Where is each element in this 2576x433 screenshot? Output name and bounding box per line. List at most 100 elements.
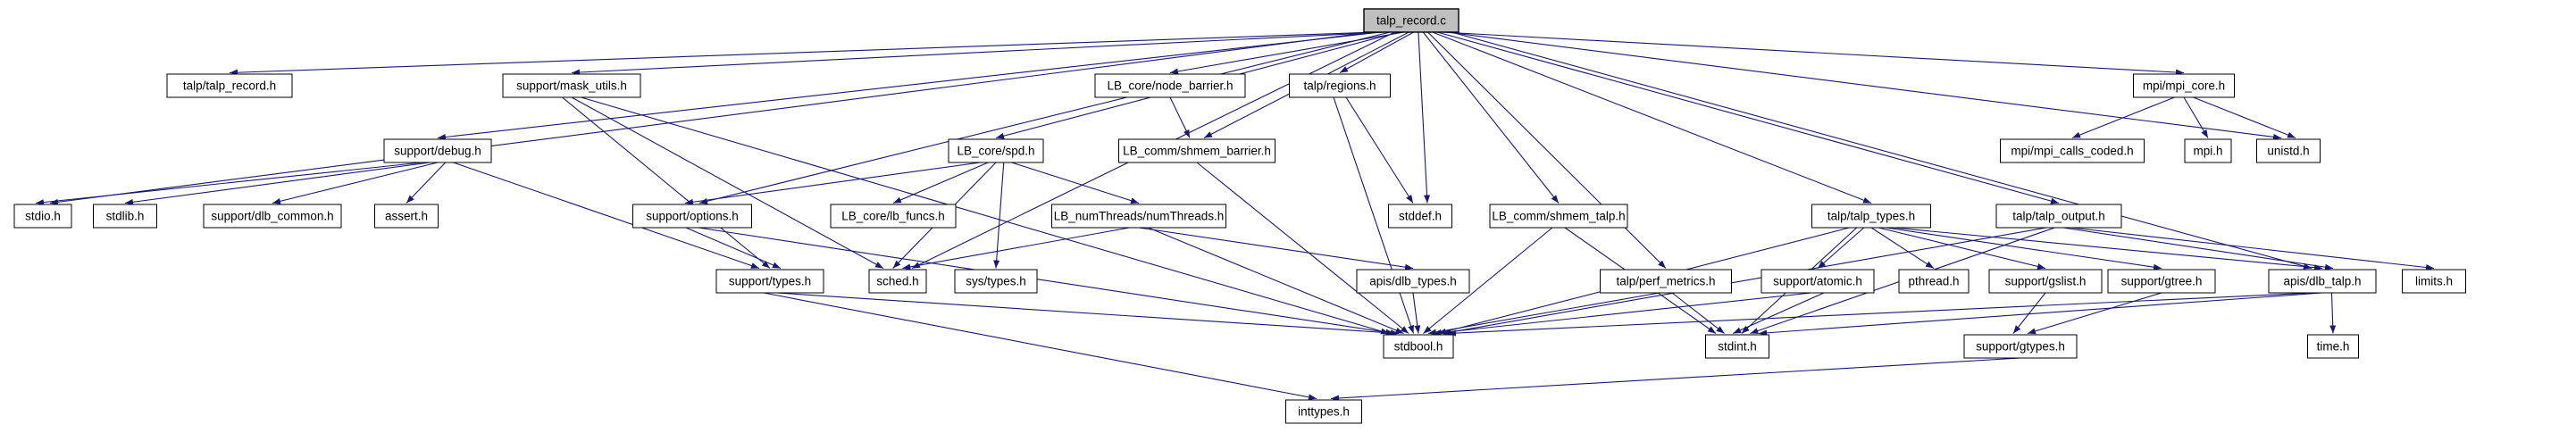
graph-node-support_gtypes_h[interactable]: support/gtypes.h <box>1963 334 2078 359</box>
include-edge-talp_talp_types_h-to-apis_dlb_talp_h <box>1893 227 2323 271</box>
include-edge-mpi_mpi_core_h-to-mpi_mpi_calls_coded_h <box>2071 96 2175 139</box>
graph-node-support_gtree_h[interactable]: support/gtree.h <box>2107 269 2216 294</box>
include-edge-talp_record_c-to-support_mask_utils_h <box>571 31 1385 76</box>
graph-node-support_dlb_common_h[interactable]: support/dlb_common.h <box>203 204 342 229</box>
node-label: support/gtree.h <box>2121 275 2203 288</box>
include-edge-lb_comm_shmem_talp_h-to-stdbool_h <box>1423 227 1553 334</box>
node-box <box>1600 269 1732 294</box>
include-edge-support_gtypes_h-to-inttypes_h <box>1330 357 2021 402</box>
include-edge-talp_talp_output_h-to-stdbool_h <box>1443 227 2047 336</box>
node-label: LB_core/lb_funcs.h <box>841 210 945 223</box>
include-edge-support_debug_h-to-stdio_h <box>35 162 422 206</box>
include-edge-support_mask_utils_h-to-stdbool_h <box>581 96 1390 335</box>
graph-node-assert_h[interactable]: assert.h <box>374 204 439 229</box>
node-label: talp/perf_metrics.h <box>1616 275 1715 288</box>
graph-node-talp_regions_h[interactable]: talp/regions.h <box>1289 73 1391 98</box>
graph-node-mpi_h[interactable]: mpi.h <box>2184 138 2232 163</box>
graph-node-lb_core_spd_h[interactable]: LB_core/spd.h <box>948 138 1044 163</box>
include-edge-mpi_mpi_core_h-to-unistd_h <box>2193 96 2296 139</box>
include-edge-apis_dlb_talp_h-to-time_h <box>2329 292 2337 334</box>
graph-node-lb_core_node_barrier_h[interactable]: LB_core/node_barrier.h <box>1094 73 1246 98</box>
graph-node-time_h[interactable]: time.h <box>2307 334 2359 359</box>
include-edge-support_debug_h-to-assert_h <box>406 162 447 204</box>
node-box <box>13 204 72 229</box>
node-label: mpi/mpi_calls_coded.h <box>2011 145 2133 158</box>
node-label: unistd.h <box>2267 145 2309 158</box>
graph-node-lb_comm_shmem_barrier_h[interactable]: LB_comm/shmem_barrier.h <box>1118 138 1275 163</box>
include-edge-lb_core_spd_h-to-sys_types_h <box>993 162 1005 269</box>
graph-node-talp_talp_record_h[interactable]: talp/talp_record.h <box>166 73 293 98</box>
graph-node-lb_comm_shmem_talp_h[interactable]: LB_comm/shmem_talp.h <box>1489 204 1628 229</box>
graph-node-sys_types_h[interactable]: sys/types.h <box>954 269 1038 294</box>
node-label: stdlib.h <box>106 210 145 223</box>
include-edge-support_types_h-to-inttypes_h <box>763 292 1317 401</box>
graph-node-lb_core_lb_funcs_h[interactable]: LB_core/lb_funcs.h <box>830 204 957 229</box>
node-label: stdbool.h <box>1394 340 1443 354</box>
include-edge-talp_talp_output_h-to-limits_h <box>2070 227 2435 271</box>
include-edge-talp_record_c-to-talp_talp_types_h <box>1432 31 1872 204</box>
node-box <box>1898 269 1970 294</box>
include-edge-talp_regions_h-to-stddef_h <box>1345 96 1414 204</box>
graph-node-stdio_h[interactable]: stdio.h <box>13 204 72 229</box>
node-label: talp/talp_types.h <box>1827 210 1915 223</box>
node-box <box>203 204 342 229</box>
include-edge-talp_record_c-to-lb_comm_shmem_talp_h <box>1422 31 1560 204</box>
include-edge-lb_numthreads_numthreads_h-to-stdbool_h <box>1148 227 1404 335</box>
include-edge-support_atomic_h-to-stdbool_h <box>1433 292 1812 337</box>
include-edge-talp_record_c-to-apis_dlb_talp_h <box>1451 31 2313 270</box>
graph-node-talp_record_c[interactable]: talp_record.c <box>1363 8 1459 33</box>
graph-node-support_atomic_h[interactable]: support/atomic.h <box>1761 269 1875 294</box>
graph-node-support_debug_h[interactable]: support/debug.h <box>383 138 492 163</box>
include-edge-support_options_h-to-support_types_h <box>685 227 782 270</box>
graph-nodes: talp_record.c talp/talp_record.h support/m… <box>13 8 2466 424</box>
graph-node-talp_talp_types_h[interactable]: talp/talp_types.h <box>1811 204 1931 229</box>
graph-node-apis_dlb_talp_h[interactable]: apis/dlb_talp.h <box>2268 269 2377 294</box>
include-edge-support_debug_h-to-support_dlb_common_h <box>272 162 439 204</box>
node-box <box>2307 334 2359 359</box>
node-box <box>1094 73 1246 98</box>
node-label: inttypes.h <box>1298 405 1350 419</box>
graph-node-stdint_h[interactable]: stdint.h <box>1705 334 1769 359</box>
graph-node-sched_h[interactable]: sched.h <box>868 269 927 294</box>
graph-node-stddef_h[interactable]: stddef.h <box>1388 204 1452 229</box>
graph-node-unistd_h[interactable]: unistd.h <box>2256 138 2321 163</box>
graph-node-support_options_h[interactable]: support/options.h <box>632 204 752 229</box>
graph-node-lb_numthreads_numthreads_h[interactable]: LB_numThreads/numThreads.h <box>1051 204 1226 229</box>
node-label: talp/talp_output.h <box>2012 210 2105 223</box>
node-box <box>954 269 1038 294</box>
node-box <box>1383 334 1454 359</box>
graph-node-support_mask_utils_h[interactable]: support/mask_utils.h <box>502 73 641 98</box>
graph-node-limits_h[interactable]: limits.h <box>2402 269 2466 294</box>
include-edge-talp_record_c-to-talp_perf_metrics_h <box>1427 31 1667 269</box>
graph-node-apis_dlb_types_h[interactable]: apis/dlb_types.h <box>1356 269 1470 294</box>
include-edge-apis_dlb_types_h-to-stdbool_h <box>1412 292 1421 334</box>
include-edge-talp_talp_types_h-to-support_atomic_h <box>1817 227 1865 269</box>
graph-node-pthread_h[interactable]: pthread.h <box>1898 269 1970 294</box>
node-box <box>1705 334 1769 359</box>
include-edge-talp_record_c-to-talp_regions_h <box>1339 31 1414 73</box>
node-box <box>502 73 641 98</box>
include-edge-apis_dlb_talp_h-to-stdint_h <box>1758 292 2323 337</box>
node-label: support/debug.h <box>394 145 481 158</box>
graph-node-stdlib_h[interactable]: stdlib.h <box>93 204 157 229</box>
graph-node-support_types_h[interactable]: support/types.h <box>715 269 824 294</box>
node-box <box>2133 73 2235 98</box>
graph-node-talp_talp_output_h[interactable]: talp/talp_output.h <box>1995 204 2122 229</box>
graph-node-support_gslist_h[interactable]: support/gslist.h <box>1988 269 2103 294</box>
node-box <box>2184 138 2232 163</box>
graph-node-mpi_mpi_calls_coded_h[interactable]: mpi/mpi_calls_coded.h <box>2000 138 2145 163</box>
include-edge-support_types_h-to-stdbool_h <box>775 292 1400 337</box>
node-label: LB_numThreads/numThreads.h <box>1054 210 1225 223</box>
node-box <box>383 138 492 163</box>
graph-node-stdbool_h[interactable]: stdbool.h <box>1383 334 1454 359</box>
node-label: limits.h <box>2415 275 2453 288</box>
graph-node-talp_perf_metrics_h[interactable]: talp/perf_metrics.h <box>1600 269 1732 294</box>
graph-node-inttypes_h[interactable]: inttypes.h <box>1285 399 1362 424</box>
node-label: support/gslist.h <box>2005 275 2087 288</box>
node-box <box>2000 138 2145 163</box>
node-label: apis/dlb_types.h <box>1369 275 1457 288</box>
node-box <box>830 204 957 229</box>
graph-node-mpi_mpi_core_h[interactable]: mpi/mpi_core.h <box>2133 73 2235 98</box>
node-label: support/atomic.h <box>1773 275 1862 288</box>
node-label: stdio.h <box>25 210 61 223</box>
